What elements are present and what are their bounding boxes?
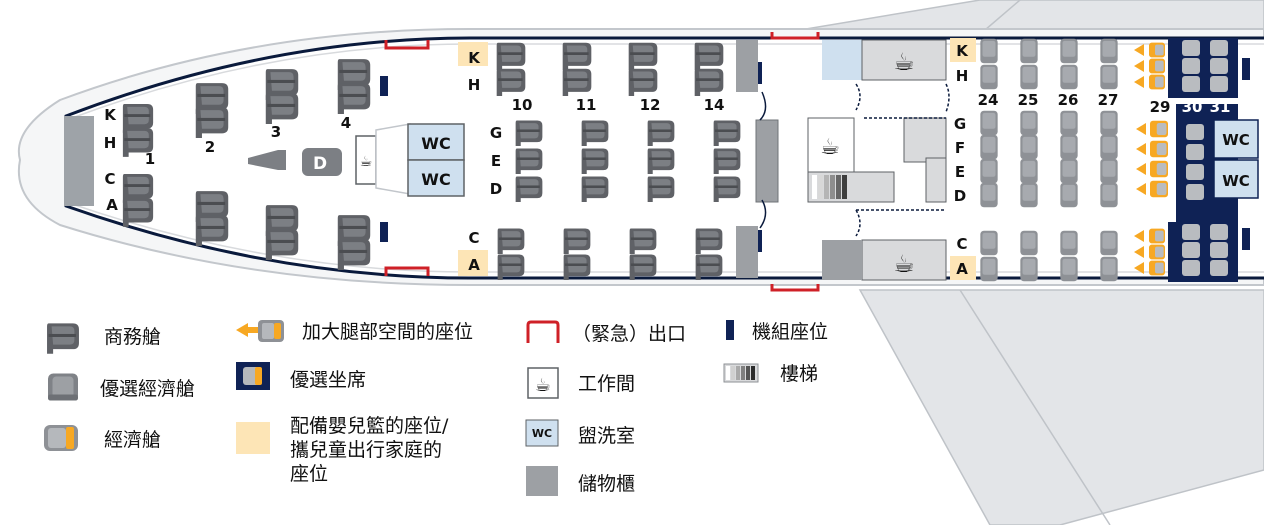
legend-label-bassinet: 配備嬰兒籃的座位/攜兒童出行家庭的座位 <box>290 415 449 485</box>
bassinet-area <box>950 38 976 62</box>
storage-closet <box>736 226 758 278</box>
exit-marker <box>770 284 820 292</box>
column-label: 14 <box>704 96 725 114</box>
bassinet-area <box>458 250 488 276</box>
storage-closet <box>903 117 947 163</box>
wing-lower <box>858 289 1264 525</box>
preferred-seat-icon <box>236 362 270 390</box>
column-label: 26 <box>1058 91 1079 109</box>
column-label: 25 <box>1018 91 1039 109</box>
galley-icon: ☕ <box>820 135 840 160</box>
column-label: 31 <box>1210 98 1231 116</box>
exit-marker <box>384 266 430 276</box>
stairs-icon <box>723 363 759 383</box>
stairs <box>807 171 895 203</box>
legend-label-exit: （緊急）出口 <box>572 323 687 345</box>
legend-label-extra-legroom: 加大腿部空間的座位 <box>302 321 474 343</box>
bassinet-area <box>458 42 488 66</box>
seat-letter: E <box>491 152 501 170</box>
economy-seat-icon <box>44 425 78 451</box>
legend-label-premium-economy: 優選經濟艙 <box>100 378 196 400</box>
seat-letter: H <box>468 76 481 94</box>
seat-letter: K <box>104 106 117 124</box>
galley-icon: ☕ <box>893 250 915 278</box>
column-label: 24 <box>978 91 999 109</box>
legend-label-crew-seat: 機組座位 <box>752 321 829 343</box>
column-label: 11 <box>576 96 597 114</box>
exit-marker <box>384 40 430 50</box>
legend-label-lavatory: 盥洗室 <box>578 425 636 447</box>
lavatory <box>1213 159 1259 199</box>
column-label: 3 <box>271 123 281 141</box>
storage-closet <box>736 40 758 92</box>
crew-seat <box>380 222 388 242</box>
seat-letter: E <box>955 163 965 181</box>
lavatory <box>407 159 465 197</box>
wc-label: WC <box>1222 131 1250 149</box>
bassinet-area <box>950 256 976 280</box>
bassinet-icon <box>236 422 270 454</box>
column-label: 1 <box>145 150 155 168</box>
seat-letter: D <box>954 187 966 205</box>
storage-closet <box>755 119 779 203</box>
storage-icon <box>526 466 558 496</box>
galley-lower <box>861 239 947 281</box>
seat-letter: D <box>490 180 502 198</box>
svg-text:☕: ☕ <box>535 375 551 396</box>
business-cabin-front: D <box>122 59 388 270</box>
seat-letter: C <box>956 235 967 253</box>
column-label: 30 <box>1182 98 1203 116</box>
column-label: 29 <box>1150 98 1171 116</box>
preferred-seats <box>1182 40 1228 276</box>
lavatory-icon: WC <box>525 419 559 447</box>
extra-legroom-icon <box>236 320 284 342</box>
seat-letter: G <box>954 115 966 133</box>
legend-label-business: 商務艙 <box>104 326 162 348</box>
crew-seat <box>380 76 388 96</box>
seat-letter: A <box>106 196 118 214</box>
legend-label-galley: 工作間 <box>578 373 636 395</box>
column-label: 2 <box>205 138 215 156</box>
wc-label: WC <box>421 170 450 189</box>
seat-letter: C <box>468 229 479 247</box>
seat-letter: G <box>490 124 502 142</box>
galley-icon: ☕ <box>893 48 915 76</box>
legend-label-preferred: 優選坐席 <box>290 369 367 391</box>
storage-closet <box>822 40 862 80</box>
seat-letter: F <box>955 139 965 157</box>
extra-legroom-seats <box>1134 42 1168 276</box>
legend-label-stairs: 樓梯 <box>780 363 819 385</box>
storage-closet <box>822 240 862 280</box>
legend-icons: ☕ WC <box>44 320 759 496</box>
wc-label: WC <box>421 134 450 153</box>
seat-letter: K <box>468 49 481 67</box>
seat-letter: H <box>956 67 969 85</box>
column-label: 27 <box>1098 91 1119 109</box>
premium-economy-seat-icon <box>48 373 78 401</box>
lavatory <box>1213 119 1259 159</box>
exit-marker <box>770 32 820 40</box>
column-label: 4 <box>341 114 351 132</box>
galley-icon: ☕ <box>527 367 559 399</box>
seat-d-label: D <box>313 154 327 174</box>
legend-label-storage: 儲物櫃 <box>578 473 636 495</box>
crew-seat-icon <box>726 320 734 340</box>
seat-letter: C <box>104 170 115 188</box>
galley-upper <box>861 39 947 81</box>
seat-letter: K <box>956 42 969 60</box>
column-label: 10 <box>512 96 533 114</box>
column-label: 12 <box>640 96 661 114</box>
seat-d-front <box>302 148 342 176</box>
storage-closet <box>925 157 947 203</box>
exit-icon <box>526 320 560 343</box>
wc-label: WC <box>1222 172 1250 190</box>
seat-letter: A <box>468 256 480 274</box>
legend-label-economy: 經濟艙 <box>104 429 162 451</box>
galley-icon: ☕ <box>360 154 373 170</box>
seat-letter: H <box>104 134 117 152</box>
svg-text:WC: WC <box>532 427 552 440</box>
seat-letter: A <box>956 260 968 278</box>
cockpit-window <box>64 116 94 206</box>
